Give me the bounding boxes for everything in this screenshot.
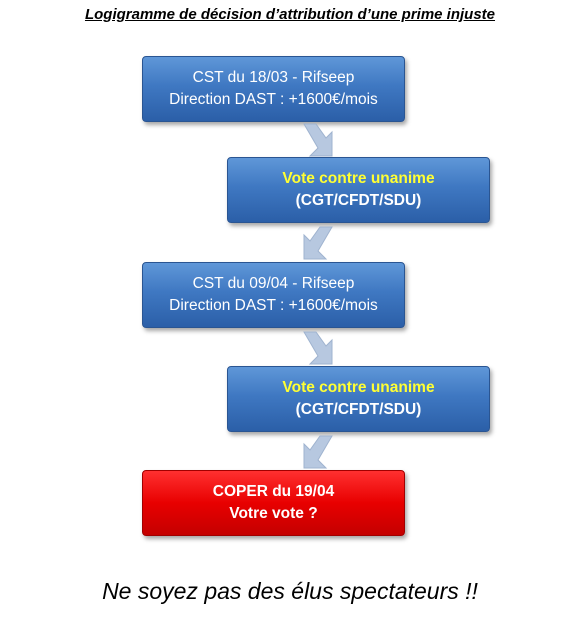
step-box-vote-2: Vote contre unanime (CGT/CFDT/SDU) xyxy=(227,366,490,432)
step-box-line: Direction DAST : +1600€/mois xyxy=(169,91,378,108)
step-box-cst-0904: CST du 09/04 - Rifseep Direction DAST : … xyxy=(142,262,405,328)
step-box-coper: COPER du 19/04 Votre vote ? xyxy=(142,470,405,536)
step-box-line: CST du 18/03 - Rifseep xyxy=(192,69,355,86)
step-box-cst-1803: CST du 18/03 - Rifseep Direction DAST : … xyxy=(142,56,405,122)
step-box-line: Vote contre unanime xyxy=(282,170,435,187)
arrow-down-left-icon xyxy=(303,226,333,260)
step-box-line: COPER du 19/04 xyxy=(212,483,335,500)
arrow-down-right-icon xyxy=(303,123,333,157)
step-box-line: (CGT/CFDT/SDU) xyxy=(295,401,422,418)
step-box-line: (CGT/CFDT/SDU) xyxy=(295,192,422,209)
step-box-line: Vote contre unanime xyxy=(282,379,435,396)
step-box-line: CST du 09/04 - Rifseep xyxy=(192,275,355,292)
step-box-vote-1: Vote contre unanime (CGT/CFDT/SDU) xyxy=(227,157,490,223)
step-box-line: Votre vote ? xyxy=(229,505,318,522)
step-box-line: Direction DAST : +1600€/mois xyxy=(169,297,378,314)
diagram-title: Logigramme de décision d’attribution d’u… xyxy=(84,6,496,23)
footer-slogan: Ne soyez pas des élus spectateurs !! xyxy=(102,578,478,604)
arrow-down-right-icon xyxy=(303,331,333,365)
arrow-down-left-icon xyxy=(303,435,333,469)
